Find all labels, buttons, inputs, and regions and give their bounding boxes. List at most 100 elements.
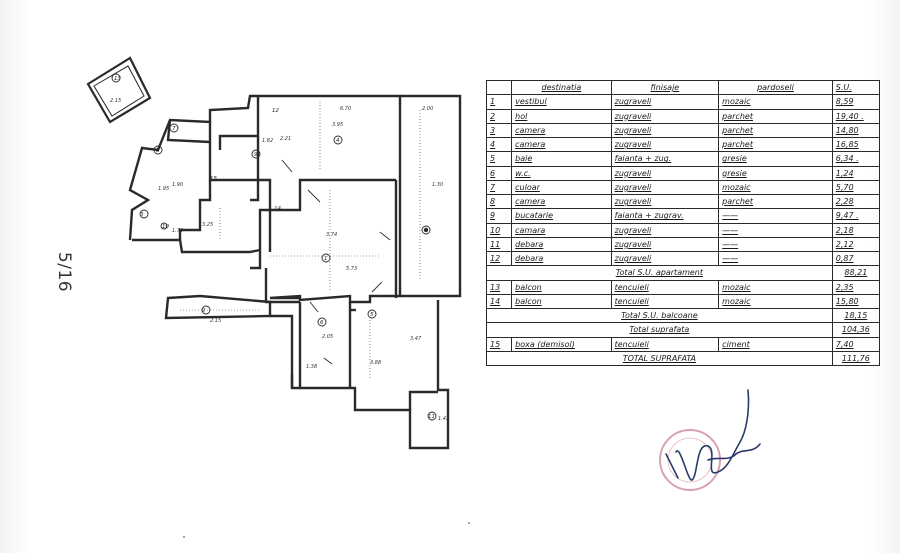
total-area: 104,36 — [831, 322, 881, 338]
cell-walls: zugraveli — [610, 236, 720, 253]
cell-room: w.c. — [511, 165, 612, 181]
cell-walls: tencuieli — [610, 293, 720, 310]
cell-room: culoar — [511, 179, 612, 196]
cell-area: 16,85 — [831, 136, 881, 153]
signature-stroke — [665, 389, 761, 481]
cell-walls: faianta + zug. — [610, 151, 720, 167]
table-row: 11 debara zugraveli —— 2,12 — [485, 236, 881, 253]
cell-floor: —— — [718, 250, 833, 267]
cell-nr: 5 — [485, 151, 513, 167]
subtotal-row: Total S.U. balcoane 18,15 — [486, 307, 881, 324]
dimension-label: 3.74 — [326, 232, 337, 238]
cell-nr: 15 — [485, 336, 513, 352]
dimension-label: 2.00 — [422, 106, 433, 112]
dimension-label: 3.47 — [410, 336, 422, 342]
dimension-label: 1.95 — [158, 186, 169, 192]
cell-room: camera — [511, 122, 612, 139]
cell-nr: 14 — [485, 293, 513, 310]
table-row: 4 camera zugraveli parchet 16,85 — [485, 136, 881, 153]
cell-room: balcon — [511, 279, 612, 295]
room-number: 13 — [114, 76, 121, 82]
cell-floor: mozaic — [718, 293, 833, 310]
subtotal-label: Total S.U. apartament — [486, 265, 833, 281]
cell-room: baie — [511, 151, 612, 167]
cell-nr: 2 — [485, 108, 513, 124]
cell-floor: parchet — [718, 108, 833, 124]
cell-nr: 3 — [485, 122, 513, 139]
cell-area: 1,24 — [831, 165, 881, 181]
column-header — [485, 79, 513, 96]
dimension-label: 3.88 — [370, 360, 381, 366]
dimension-label: 2.21 — [280, 136, 291, 142]
cell-room: vestibul — [511, 94, 612, 110]
cell-room: balcon — [511, 293, 612, 310]
dimension-label: 1.70 — [172, 228, 183, 234]
cell-walls: zugraveli — [610, 136, 720, 153]
cell-room: bucatarie — [511, 208, 612, 224]
room-schedule: destinatia finisaje pardoseli S.U. 1 ves… — [485, 79, 881, 367]
cell-floor: —— — [718, 222, 833, 238]
dimension-label: 1.82 — [262, 138, 273, 144]
cell-area: 14,80 — [831, 122, 881, 139]
cell-nr: 13 — [485, 279, 513, 295]
cell-room: camera — [511, 193, 612, 210]
dimension-label: 1.90 — [172, 182, 183, 188]
cell-walls: zugraveli — [610, 165, 720, 181]
table-row: 1 vestibul zugraveli mozaic 8,59 — [485, 94, 881, 110]
total-label: Total suprafata — [486, 322, 833, 338]
cell-area: 7,40 — [831, 336, 881, 352]
cell-nr: 1 — [485, 94, 513, 110]
total-row: Total suprafata 104,36 — [486, 322, 881, 338]
grand-total-row: TOTAL SUPRAFATA 111,76 — [486, 350, 881, 367]
table-row: 15 boxa (demisol) tencuieli ciment 7,40 — [485, 336, 881, 352]
cell-floor: parchet — [718, 122, 833, 139]
dimension-label: 5.73 — [346, 266, 357, 272]
dimension-label: 1.43 — [438, 416, 449, 422]
cell-area: 2,28 — [831, 193, 881, 210]
column-header: finisaje — [610, 79, 720, 96]
room-number: 15 — [210, 176, 217, 182]
cell-area: 9,47 . — [831, 208, 881, 224]
subtotal-row: Total S.U. apartament 88,21 — [486, 265, 881, 281]
subtotal-area: 88,21 — [831, 265, 881, 281]
room-number: 10 — [162, 224, 169, 230]
cell-floor: mozaic — [718, 179, 833, 196]
cell-floor: mozaic — [718, 94, 833, 110]
column-header: destinatia — [511, 79, 612, 96]
dimension-label: 2.15 — [210, 318, 221, 324]
room-number: 7 — [172, 126, 176, 132]
cell-room: hol — [511, 108, 612, 124]
cell-room: boxa (demisol) — [511, 336, 612, 352]
cell-floor: parchet — [718, 193, 833, 210]
cell-area: 2,35 — [831, 279, 881, 295]
cell-nr: 8 — [485, 193, 513, 210]
room-number: 5 — [370, 312, 374, 318]
cell-room: camera — [511, 136, 612, 153]
room-number: 11 — [428, 414, 435, 420]
cell-floor: —— — [718, 236, 833, 253]
room-number: 3 — [140, 212, 144, 218]
cell-nr: 10 — [485, 222, 513, 238]
grand-total-label: TOTAL SUPRAFATA — [486, 350, 833, 367]
cell-walls: tencuieli — [610, 279, 720, 295]
cell-floor: gresie — [718, 165, 833, 181]
cell-walls: faianta + zugrav. — [610, 208, 720, 224]
dimension-label: 2.05 — [322, 334, 333, 340]
column-header: S.U. — [831, 79, 881, 96]
table-row: 13 balcon tencuieli mozaic 2,35 — [485, 279, 881, 295]
cell-area: 2,12 — [831, 236, 881, 253]
dimension-label: 3.95 — [332, 122, 343, 128]
cell-floor: mozaic — [718, 279, 833, 295]
cell-area: 0,87 — [831, 250, 881, 267]
dimension-label: 6.70 — [340, 106, 351, 112]
cell-walls: zugraveli — [610, 94, 720, 110]
dimension-label: 1.38 — [306, 364, 317, 370]
cell-nr: 9 — [485, 208, 513, 224]
grand-total-area: 111,76 — [831, 350, 881, 367]
room-number: 6 — [320, 320, 324, 326]
table-row: 14 balcon tencuieli mozaic 15,80 — [485, 293, 881, 310]
table-row: 12 debara zugraveli —— 0,87 — [485, 250, 881, 267]
cell-floor: ciment — [718, 336, 833, 352]
floor-plan: 13 7 8 4 9 3 1 2 5 6 11 10 12 14 15 2.15… — [86, 56, 462, 450]
